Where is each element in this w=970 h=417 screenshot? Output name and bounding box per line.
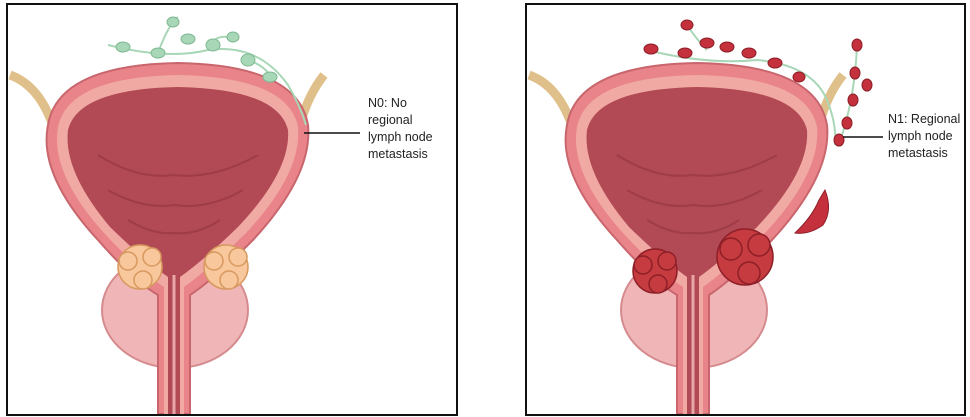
lymph-node-icon [862, 79, 872, 91]
lymph-node-icon [241, 54, 255, 66]
caption-n0: N0: No regional lymph node metastasis [368, 95, 454, 163]
lymph-node-icon [848, 94, 858, 106]
lymph-node-icon [850, 67, 860, 79]
lymph-node-icon [793, 72, 805, 82]
lymph-node-icon [227, 32, 239, 42]
lymph-node-icon [167, 17, 179, 27]
tumor-icon [717, 229, 773, 285]
lymph-node-icon [151, 48, 165, 58]
lymph-node-icon [842, 117, 852, 129]
left-ureter [10, 75, 52, 123]
lymph-node-icon [644, 44, 658, 54]
lymph-node-icon [681, 20, 693, 30]
panel-n1: N1: Regional lymph node metastasis [525, 3, 966, 416]
bladder-lumen [587, 87, 808, 414]
lymph-node-icon [116, 42, 130, 52]
tumor-icon [204, 245, 248, 289]
lymph-node-icon [834, 134, 844, 146]
tumor-icon [118, 245, 162, 289]
bladder-lumen [68, 87, 289, 414]
lymph-node-icon [720, 42, 734, 52]
lymph-node-icon [742, 48, 756, 58]
bladder-n1-illustration [527, 5, 964, 414]
left-ureter [529, 75, 571, 123]
panel-n0: N0: No regional lymph node metastasis [6, 3, 458, 416]
bladder-n0-illustration [8, 5, 456, 414]
lymph-node-icon [678, 48, 692, 58]
lymph-node-icon [768, 58, 782, 68]
lymph-node-icon [206, 39, 220, 51]
lymph-node-icon [852, 39, 862, 51]
tumor-icon [633, 249, 677, 293]
lymph-node-icon [263, 72, 277, 82]
lymph-node-icon [181, 34, 195, 44]
caption-n1: N1: Regional lymph node metastasis [888, 111, 964, 162]
lymph-node-icon [700, 38, 714, 48]
